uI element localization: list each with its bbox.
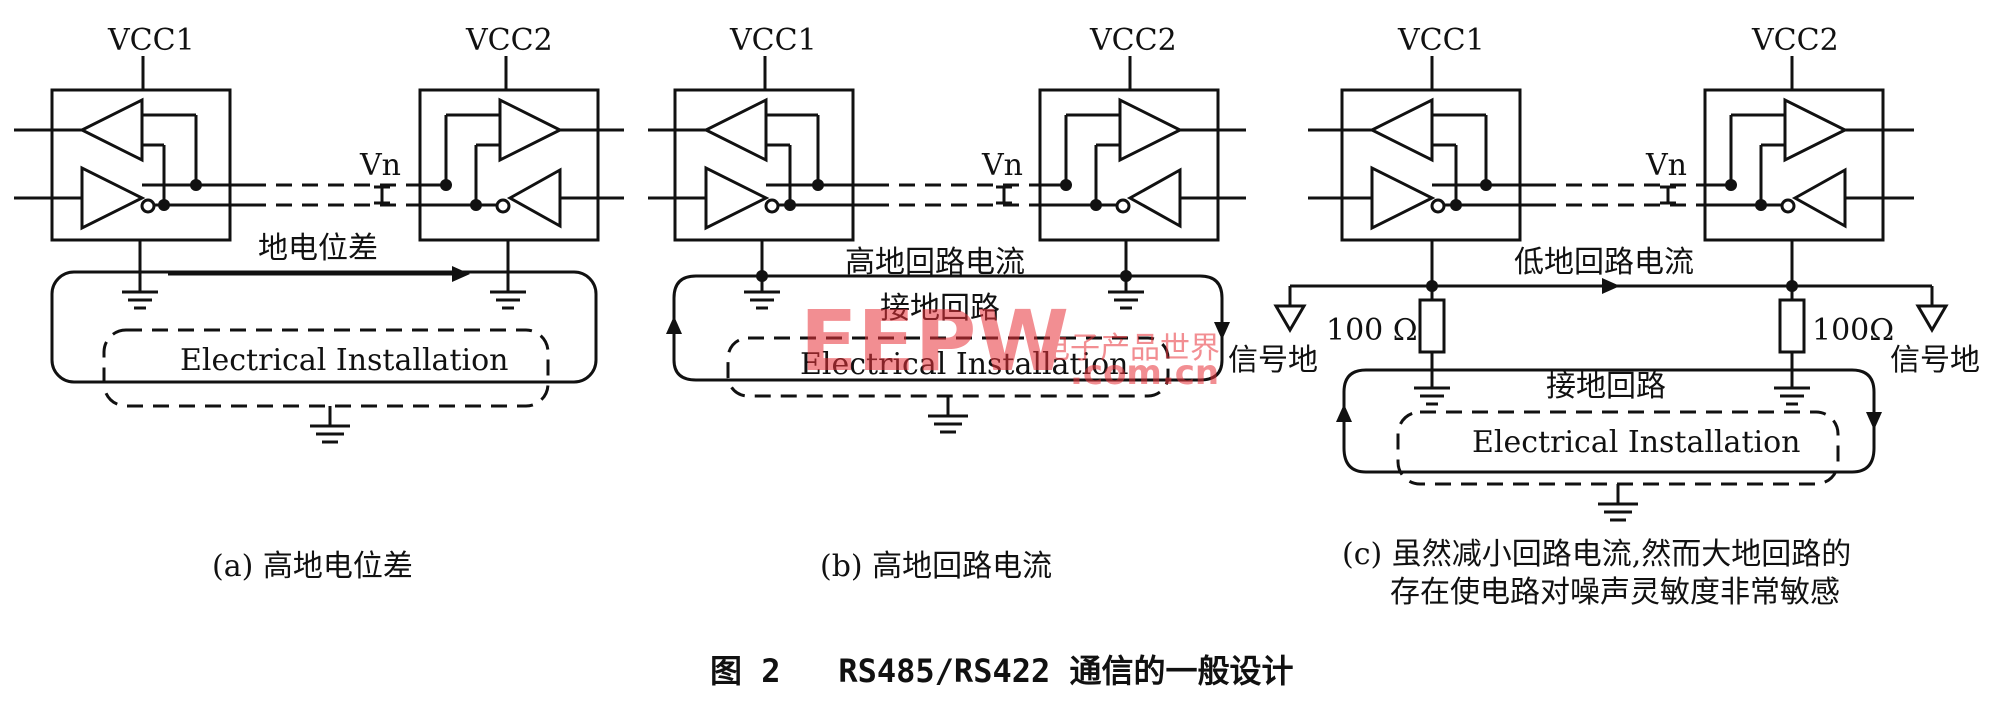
right-driver-triangle xyxy=(506,167,562,229)
loop-label: 接地回路 xyxy=(880,291,1000,326)
earth-ground-symbol xyxy=(1598,502,1638,522)
current-arrow xyxy=(1602,278,1620,294)
ground-potential-label: 地电位差 xyxy=(258,231,378,266)
vcc1-label: VCC1 xyxy=(729,23,817,58)
resistor-right-label: 100Ω xyxy=(1812,313,1894,348)
left-receiver-triangle xyxy=(1368,97,1434,163)
caption-a: (a) 高地电位差 xyxy=(212,549,413,584)
panel-a: VCC1 VCC2 Vn xyxy=(14,23,624,584)
resistor-right xyxy=(1778,298,1806,354)
caption-c-line1: (c) 虽然减小回路电流,然而大地回路的 xyxy=(1342,537,1851,572)
figure-title: 图 2 RS485/RS422 通信的一般设计 xyxy=(710,652,1294,690)
loop-arrow-left xyxy=(666,316,682,334)
signal-ground-label: 信号地 xyxy=(1228,343,1318,378)
left-driver-triangle xyxy=(704,165,770,231)
left-driver-triangle xyxy=(80,165,146,231)
installation-label: Electrical Installation xyxy=(180,343,508,378)
loop-current-label: 高地回路电流 xyxy=(845,245,1025,280)
left-inverter-bubble xyxy=(140,198,156,214)
vn-label: Vn xyxy=(981,148,1023,183)
watermark-logo: EEPW xyxy=(800,292,1069,390)
ground-loop xyxy=(1342,368,1876,474)
ground-symbol xyxy=(1108,290,1144,310)
right-driver-triangle xyxy=(1126,167,1182,229)
vcc2-label: VCC2 xyxy=(1751,23,1839,58)
installation-label: Electrical Installation xyxy=(800,347,1128,382)
vcc2-label: VCC2 xyxy=(465,23,553,58)
loop-arrow-right xyxy=(1866,412,1882,430)
signal-ground-symbol xyxy=(1915,304,1949,333)
vcc1-label: VCC1 xyxy=(107,23,195,58)
vcc2-label: VCC2 xyxy=(1089,23,1177,58)
ground-symbol xyxy=(1414,386,1450,406)
panel-c: VCC1 VCC2 Vn xyxy=(1228,23,1980,610)
watermark-cn: 电子产品世界 xyxy=(1040,331,1220,366)
caption-c-line2: 存在使电路对噪声灵敏度非常敏感 xyxy=(1390,575,1840,610)
right-driver-triangle xyxy=(1791,167,1847,229)
resistor-left-label: 100 Ω xyxy=(1326,313,1418,348)
caption-b: (b) 高地回路电流 xyxy=(820,549,1052,584)
eepw-watermark: EEPW 电子产品世界 .com.cn xyxy=(800,292,1220,393)
left-receiver-triangle xyxy=(702,97,768,163)
ground-loop xyxy=(50,270,598,384)
resistor-left xyxy=(1418,298,1446,354)
installation-label: Electrical Installation xyxy=(1472,425,1800,460)
vcc1-label: VCC1 xyxy=(1397,23,1485,58)
left-receiver-triangle xyxy=(78,97,144,163)
signal-ground-label: 信号地 xyxy=(1890,343,1980,378)
loop-label: 接地回路 xyxy=(1546,369,1666,404)
vn-label: Vn xyxy=(359,148,401,183)
right-receiver-triangle xyxy=(1783,97,1849,163)
ground-symbol xyxy=(490,290,526,310)
right-receiver-triangle xyxy=(1118,97,1184,163)
ground-symbol xyxy=(1774,386,1810,406)
left-node-a xyxy=(190,179,202,191)
ground-loop xyxy=(672,274,1224,382)
ground-symbol xyxy=(122,290,158,310)
loop-current-label: 低地回路电流 xyxy=(1514,245,1694,280)
panel-b: VCC1 VCC2 Vn xyxy=(648,23,1246,584)
vn-label: Vn xyxy=(1645,148,1687,183)
earth-ground-symbol xyxy=(310,424,350,444)
loop-arrow-right xyxy=(1214,322,1230,340)
right-receiver-triangle xyxy=(498,97,564,163)
earth-ground-symbol xyxy=(928,414,968,434)
watermark-url: .com.cn xyxy=(1070,353,1219,393)
loop-arrow-left xyxy=(1336,404,1352,422)
left-node-b xyxy=(158,199,170,211)
right-inverter-bubble xyxy=(495,198,511,214)
signal-ground-symbol xyxy=(1273,304,1307,333)
left-driver-triangle xyxy=(1370,165,1436,231)
electrical-installation-box xyxy=(102,328,550,408)
ground-symbol xyxy=(744,290,780,310)
